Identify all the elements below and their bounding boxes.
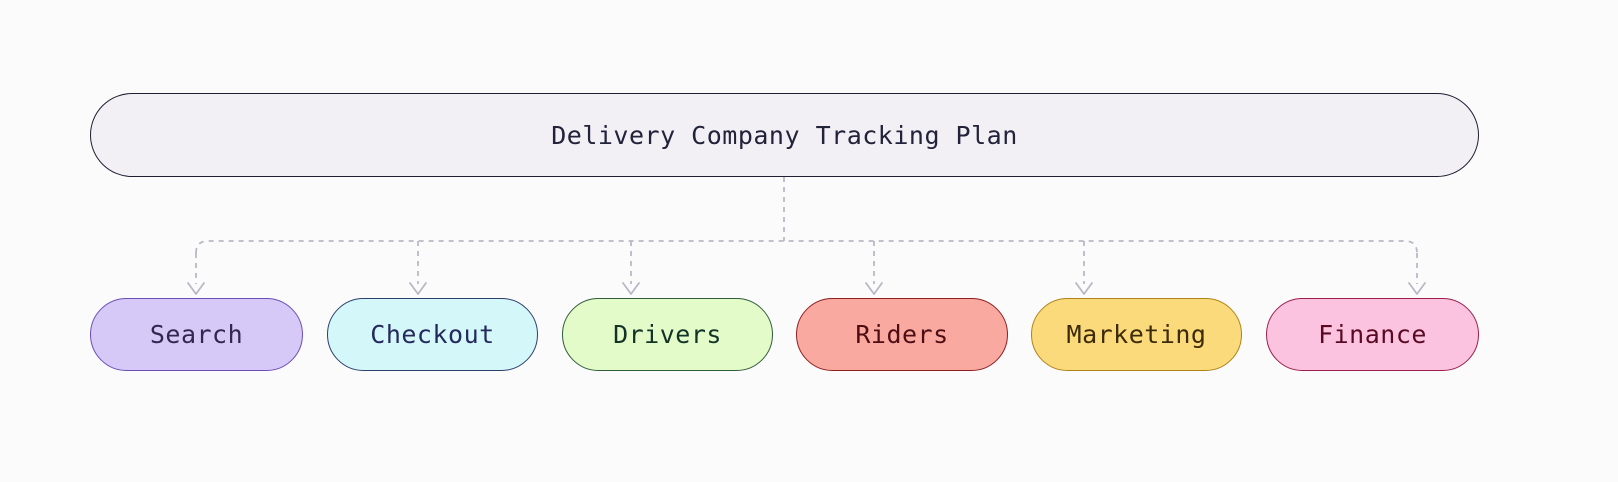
child-node-label: Checkout (370, 320, 495, 349)
child-node-label: Marketing (1066, 320, 1207, 349)
child-node-checkout[interactable]: Checkout (327, 298, 538, 371)
root-node[interactable]: Delivery Company Tracking Plan (90, 93, 1479, 177)
child-node-search[interactable]: Search (90, 298, 303, 371)
child-node-marketing[interactable]: Marketing (1031, 298, 1242, 371)
child-node-label: Search (149, 320, 244, 349)
root-node-label: Delivery Company Tracking Plan (551, 120, 1018, 150)
child-node-label: Riders (855, 320, 949, 349)
child-node-finance[interactable]: Finance (1266, 298, 1479, 371)
child-node-label: Drivers (613, 320, 722, 349)
child-node-drivers[interactable]: Drivers (562, 298, 773, 371)
child-node-riders[interactable]: Riders (796, 298, 1008, 371)
child-node-label: Finance (1318, 320, 1427, 349)
